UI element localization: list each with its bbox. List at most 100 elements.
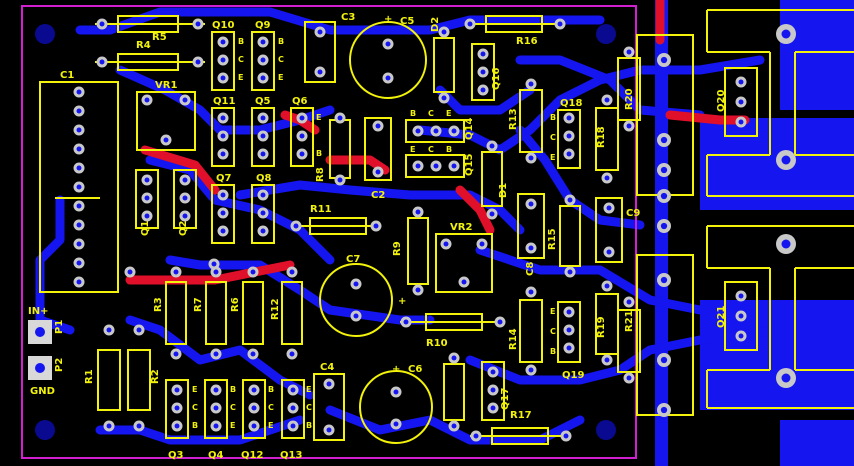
q2-label: Q2 xyxy=(178,220,189,236)
pad-hole xyxy=(289,351,295,357)
pad-hole xyxy=(606,249,612,255)
q16-label: Q16 xyxy=(491,68,502,90)
pin-label: E xyxy=(550,153,555,162)
pad-hole xyxy=(260,133,266,139)
pad-hole xyxy=(213,423,219,429)
pin-label: E xyxy=(306,385,311,394)
pad-hole xyxy=(375,123,381,129)
pad-hole xyxy=(106,423,112,429)
pin-label: C xyxy=(550,133,556,142)
q12-label: Q12 xyxy=(241,450,263,461)
pad-hole xyxy=(528,155,534,161)
pad-hole xyxy=(738,79,744,85)
pin-label: B xyxy=(230,385,236,394)
r2-label: R2 xyxy=(150,369,161,384)
pad-hole xyxy=(604,357,610,363)
pad-hole xyxy=(566,151,572,157)
trace-layer xyxy=(35,0,785,445)
r16-body xyxy=(485,15,543,33)
q14-outline xyxy=(405,119,465,143)
pad-hole xyxy=(660,356,668,364)
pad-hole xyxy=(441,95,447,101)
pad-hole xyxy=(182,213,188,219)
c4-label: C4 xyxy=(320,362,334,373)
pad-hole xyxy=(260,228,266,234)
q5-label: Q5 xyxy=(255,96,271,107)
pad-hole xyxy=(781,29,791,39)
r13-body xyxy=(519,89,543,153)
q18-label: Q18 xyxy=(560,98,582,109)
pin-label: E xyxy=(446,109,451,118)
r4-body xyxy=(117,53,179,71)
pad-hole xyxy=(528,289,534,295)
pad-hole xyxy=(567,197,573,203)
pad-hole xyxy=(173,269,179,275)
pad-hole xyxy=(220,39,226,45)
pad-hole xyxy=(220,115,226,121)
mounting-hole xyxy=(35,420,55,440)
trace xyxy=(465,325,785,385)
pad-hole xyxy=(173,351,179,357)
vr1-label: VR1 xyxy=(155,80,177,91)
gnd-label: GND xyxy=(30,386,55,397)
r18-body xyxy=(595,107,619,171)
r14-body xyxy=(519,299,543,363)
r10-body xyxy=(425,313,483,331)
pad-hole xyxy=(528,81,534,87)
q21-label: Q21 xyxy=(716,306,727,328)
r12-label: R12 xyxy=(270,298,281,320)
q21-heatsink xyxy=(706,225,854,409)
r18-label: R18 xyxy=(596,126,607,148)
c5-plus: + xyxy=(384,14,392,25)
q13-label: Q13 xyxy=(280,450,302,461)
pad-hole xyxy=(403,319,409,325)
pad-hole xyxy=(626,49,632,55)
pad-hole xyxy=(127,269,133,275)
trace xyxy=(165,255,435,325)
q19-outline xyxy=(557,301,581,363)
pad-hole xyxy=(293,223,299,229)
q6-label: Q6 xyxy=(292,96,308,107)
pad-hole xyxy=(393,389,399,395)
r7-label: R7 xyxy=(193,297,204,312)
p2-label: P2 xyxy=(54,358,65,372)
pad-hole xyxy=(211,261,217,267)
c4-outline xyxy=(313,373,345,441)
pad-hole xyxy=(220,57,226,63)
q4-label: Q4 xyxy=(208,450,224,461)
pad-hole xyxy=(738,119,744,125)
pin-label: E xyxy=(230,421,235,430)
pad-hole xyxy=(660,222,668,230)
r12-body xyxy=(281,281,303,345)
pad-hole xyxy=(497,319,503,325)
pin-label: C xyxy=(428,145,434,154)
r16-label: R16 xyxy=(516,36,538,47)
pad-hole xyxy=(299,115,305,121)
pad-hole xyxy=(260,39,266,45)
pad-hole xyxy=(76,108,82,114)
pad-hole xyxy=(415,128,421,134)
pad-hole xyxy=(451,355,457,361)
pad-hole xyxy=(467,21,473,27)
pad-hole xyxy=(174,387,180,393)
pad-hole xyxy=(290,387,296,393)
q16-outline xyxy=(471,43,495,101)
pad-hole xyxy=(375,169,381,175)
pad-hole xyxy=(781,373,791,383)
q15-label: Q15 xyxy=(464,154,475,176)
pad-hole xyxy=(385,75,391,81)
r17-label: R17 xyxy=(510,410,532,421)
vr1-outline xyxy=(136,91,196,151)
pin-label: B xyxy=(446,145,452,154)
pad-hole xyxy=(781,155,791,165)
pad-hole xyxy=(136,327,142,333)
pad-hole xyxy=(220,75,226,81)
r7-body xyxy=(205,281,227,345)
pad-hole xyxy=(76,89,82,95)
trace xyxy=(475,245,765,315)
pad-hole xyxy=(250,269,256,275)
r1-body xyxy=(97,349,121,411)
pad-hole xyxy=(738,99,744,105)
q4-outline xyxy=(204,379,228,439)
pad-hole xyxy=(337,115,343,121)
